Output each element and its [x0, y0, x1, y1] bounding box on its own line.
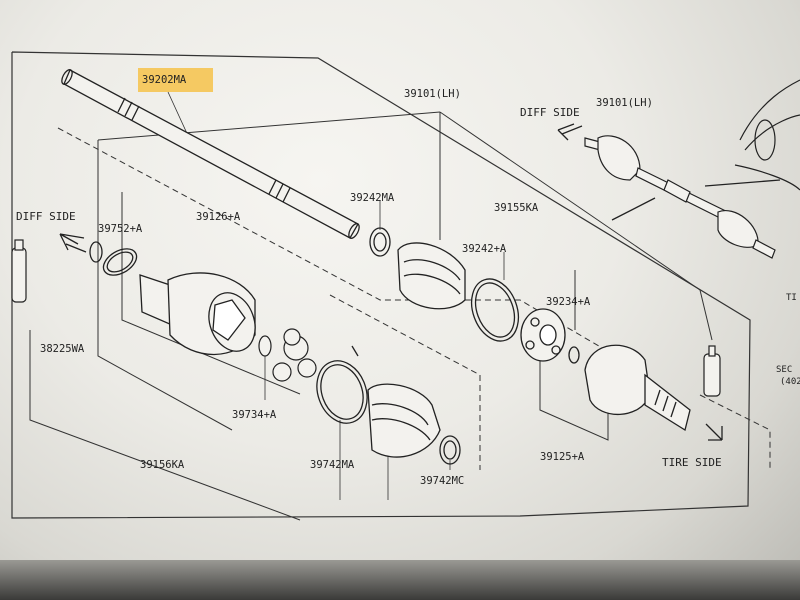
part-highlight	[138, 68, 213, 92]
label-39734a: 39734+A	[232, 409, 277, 421]
grease-tube-right	[703, 345, 721, 397]
label-39101-lh-inset: 39101(LH)	[596, 97, 653, 109]
label-diff-side-inset: DIFF SIDE	[520, 106, 580, 119]
label-39242ma: 39242MA	[350, 192, 395, 204]
label-39752a: 39752+A	[98, 223, 143, 235]
label-39742ma: 39742MA	[310, 459, 355, 471]
dashed-assembly-line-2	[329, 294, 481, 470]
bracket-right-v	[699, 289, 713, 341]
diff-side-arrow-left	[59, 233, 87, 253]
bracket-39156	[29, 330, 301, 521]
label-39126a: 39126+A	[196, 211, 241, 223]
label-38225wa: 38225WA	[40, 343, 85, 355]
bracket-39126	[121, 192, 301, 395]
pointer-arrow-1	[704, 179, 781, 187]
bracket-top	[97, 111, 441, 141]
tire-side-arrow	[705, 423, 723, 441]
label-39234a: 39234+A	[546, 296, 591, 308]
diff-side-arrow-inset	[557, 123, 583, 141]
bracket-39101	[97, 140, 233, 431]
label-diff-side-left: DIFF SIDE	[16, 210, 76, 223]
bracket-right	[439, 111, 701, 291]
label-39101-lh-main: 39101(LH)	[404, 88, 461, 100]
label-39155ka: 39155KA	[494, 202, 539, 214]
label-39742mc: 39742MC	[420, 475, 464, 487]
boot-outer	[369, 227, 520, 342]
label-39156ka: 39156KA	[140, 459, 185, 471]
photo-bottom-shadow	[0, 560, 800, 600]
label-39242a: 39242+A	[462, 243, 507, 255]
label-tire-side: TIRE SIDE	[662, 456, 722, 469]
snap-ring-left	[89, 241, 138, 276]
tripod-spider	[258, 328, 317, 382]
label-sec: SEC	[776, 365, 792, 375]
frame-outline	[11, 51, 751, 519]
car-body	[734, 79, 800, 191]
label-39125a: 39125+A	[540, 451, 585, 463]
inset-assembly	[584, 135, 776, 259]
pointer-arrow-2	[611, 197, 656, 221]
outer-joint	[584, 344, 691, 432]
drive-shaft	[61, 69, 360, 239]
label-ti-fragment: TI	[786, 293, 797, 303]
ball-cage	[520, 308, 580, 364]
boot-inner	[316, 345, 461, 465]
label-sec-number: (402	[780, 377, 800, 387]
dashed-assembly-line-3	[699, 394, 771, 470]
grease-tube	[11, 239, 27, 303]
label-39202ma: 39202MA	[142, 74, 187, 86]
tripod-housing	[139, 272, 256, 356]
